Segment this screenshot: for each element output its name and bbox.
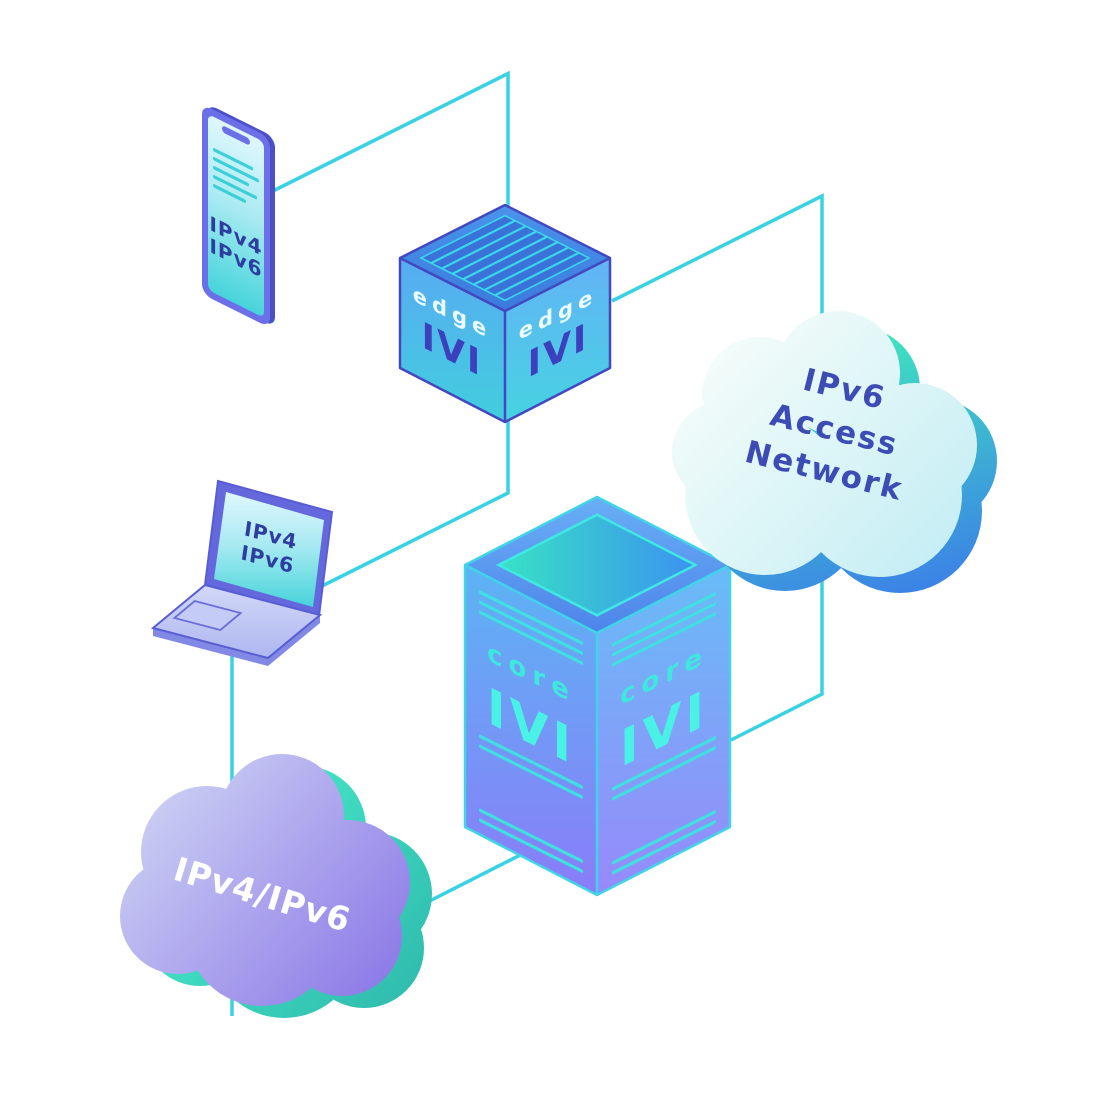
phone-screen-text-lines bbox=[213, 148, 259, 203]
core-left-face-content: core IVI bbox=[479, 590, 583, 873]
smartphone: IPv4 IPv6 bbox=[202, 107, 275, 325]
core-router: core IVI core IVI bbox=[463, 495, 732, 897]
core-left-face-lines bbox=[479, 590, 583, 873]
core-right-face-lines bbox=[612, 592, 716, 875]
access-network-cloud: IPv6 Access Network bbox=[672, 311, 997, 593]
phone-notch bbox=[222, 126, 250, 145]
dual-stack-cloud: IPv4/IPv6 bbox=[120, 754, 432, 1018]
access-cloud-front bbox=[672, 311, 977, 577]
cube-outline bbox=[398, 203, 612, 424]
core-top-screen bbox=[495, 513, 699, 617]
laptop-trackpad bbox=[172, 600, 243, 631]
laptop-base-edge bbox=[153, 615, 320, 666]
core-left-face bbox=[465, 565, 597, 895]
edge-router-cube: edge IVI edge IVI bbox=[398, 203, 612, 424]
laptop: IPv4 IPv6 bbox=[150, 479, 334, 666]
laptop-screen bbox=[214, 492, 324, 607]
dual-cloud-front bbox=[120, 754, 410, 1006]
cube-vent-grille bbox=[430, 219, 580, 297]
